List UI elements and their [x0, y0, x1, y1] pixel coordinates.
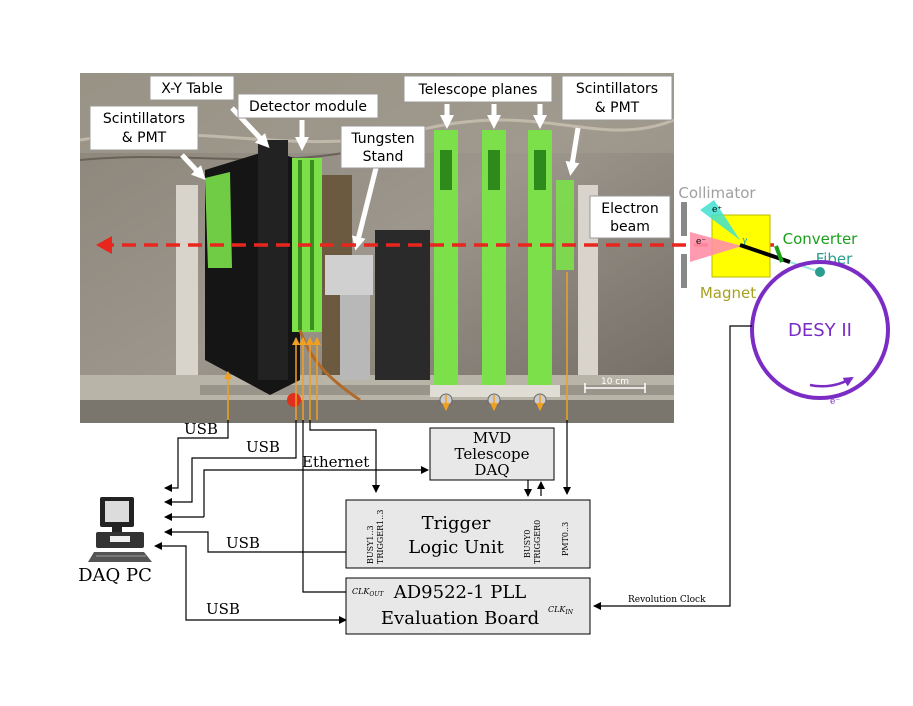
orange-signal-lines: [224, 272, 568, 420]
tlu-busy-label: BUSY1..3: [366, 525, 375, 564]
usb-label-1: USB: [184, 420, 218, 438]
tlu-line-1: Trigger: [422, 513, 491, 534]
desy-label: DESY II: [788, 320, 852, 341]
label-scint-right-1: Scintillators: [576, 81, 658, 97]
clk-out-label: CLKOUT: [352, 587, 384, 598]
scale-bar-label: 10 cm: [601, 377, 629, 387]
pll-box: AD9522-1 PLL Evaluation Board CLKOUT CLK…: [345, 577, 591, 635]
ethernet-label: Ethernet: [302, 453, 369, 471]
callout-labels: Scintillators & PMT X-Y Table Detector m…: [89, 75, 673, 239]
beamline: Collimator Magnet e⁺ e⁻ γ Converter Fibe…: [678, 184, 890, 407]
label-scint-right-2: & PMT: [595, 100, 640, 116]
label-scint-left-2: & PMT: [122, 130, 167, 146]
usb-label-2: USB: [246, 438, 280, 456]
label-tungsten-2: Stand: [363, 149, 404, 165]
collimator-label: Collimator: [678, 184, 756, 202]
label-scint-left-1: Scintillators: [103, 111, 185, 127]
connection-lines: [154, 325, 752, 624]
computer-icon: [88, 497, 152, 562]
label-electron-beam-1: Electron: [601, 201, 658, 217]
tlu-line-2: Logic Unit: [408, 537, 504, 558]
pll-line-1: AD9522-1 PLL: [393, 582, 527, 603]
pll-line-2: Evaluation Board: [381, 608, 539, 629]
desy-ring: [750, 260, 890, 400]
label-detector-module: Detector module: [249, 99, 367, 115]
label-tungsten-1: Tungsten: [350, 131, 414, 147]
tlu-pmt-label: PMT0..3: [561, 522, 570, 556]
e-plus-label: e⁺: [712, 205, 722, 215]
ring-electron-label: e⁻: [830, 397, 840, 407]
tlu-trigger-label: TRIGGER1..3: [376, 510, 385, 564]
tlu-box: Trigger Logic Unit BUSY1..3 TRIGGER1..3 …: [345, 499, 591, 569]
mvd-line-2: Telescope: [455, 445, 530, 463]
label-xy-table: X-Y Table: [161, 81, 223, 97]
usb-label-3: USB: [226, 534, 260, 552]
e-minus-label: e⁻: [696, 237, 706, 247]
gamma-label: γ: [742, 236, 747, 246]
daq-pc-label: DAQ PC: [78, 565, 152, 586]
beam-arrowhead: [96, 236, 112, 254]
label-telescope-planes: Telescope planes: [418, 82, 538, 98]
revolution-clock-label: Revolution Clock: [628, 595, 706, 605]
tlu-trigger0-label: TRIGGER0: [533, 520, 542, 564]
label-electron-beam-2: beam: [610, 219, 650, 235]
link-labels: USB USB Ethernet USB USB Revolution Cloc…: [184, 420, 706, 618]
daq-pc: DAQ PC: [78, 497, 152, 586]
magnet-label: Magnet: [700, 284, 756, 302]
mvd-line-1: MVD: [473, 429, 511, 447]
scintillator-left: [205, 172, 232, 268]
callout-arrows: [180, 104, 581, 251]
scintillator-right: [556, 180, 574, 270]
clk-in-label: CLKIN: [548, 605, 574, 616]
mvd-box: MVD Telescope DAQ: [429, 427, 555, 481]
usb-label-4: USB: [206, 600, 240, 618]
converter-label: Converter: [783, 230, 859, 248]
tlu-busy0-label: BUSY0: [523, 530, 532, 558]
mvd-line-3: DAQ: [474, 461, 509, 479]
